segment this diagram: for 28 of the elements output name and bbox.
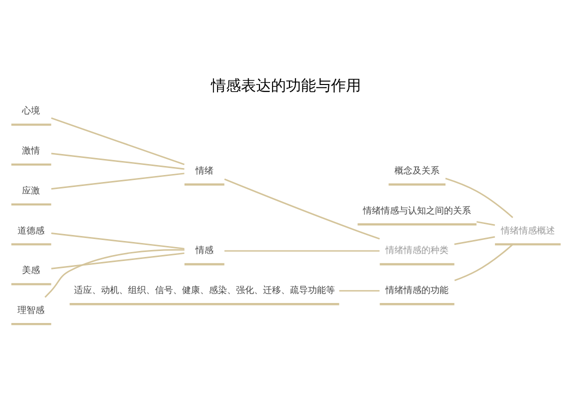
connector [445,178,514,218]
diagram-title: 情感表达的功能与作用 [211,78,361,95]
node-text: 适应、动机、组织、信号、健康、感染、强化、迁移、疏导功能等 [74,286,335,296]
connector [51,172,184,190]
node-text: 情绪情感的功能 [386,286,449,296]
connector [454,244,514,282]
connector [51,232,184,250]
node-text: 应激 [22,186,40,196]
node-text: 情绪情感与认知之间的关系 [363,206,472,216]
node-text: 情绪情感概述 [500,226,555,236]
connector [44,249,184,298]
node-text: 情绪 [195,166,214,176]
connector [224,250,380,252]
node-text: 情感 [195,246,214,256]
connector [51,252,184,270]
connector [476,221,496,226]
node-text: 美感 [22,266,40,276]
node-text: 激情 [22,146,40,157]
node-text: 心境 [22,106,40,117]
connector [339,290,380,292]
node-text: 道德感 [18,226,45,236]
node-text: 概念及关系 [394,166,440,176]
connector [51,152,184,170]
connector [454,236,496,245]
node-text: 情绪情感的种类 [386,246,449,256]
connector [224,178,380,240]
node-text: 理智感 [18,306,45,316]
connector [51,117,185,166]
